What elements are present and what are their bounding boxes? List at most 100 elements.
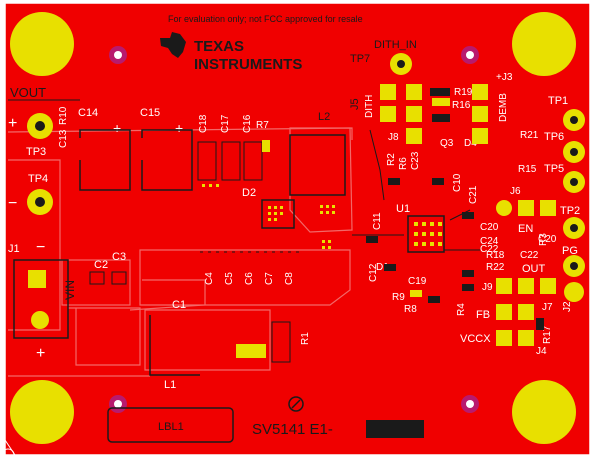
r10-label: R10 — [58, 106, 69, 125]
j4-pin1[interactable] — [496, 330, 512, 346]
svg-text:J4: J4 — [536, 346, 547, 357]
label-box-text: LBL1 — [158, 421, 184, 433]
inductor-l2: L2 — [289, 111, 346, 196]
svg-text:C1: C1 — [172, 299, 186, 311]
j7-pin1[interactable] — [496, 304, 512, 320]
inductor-l1: L1 R1 — [149, 315, 311, 391]
comp-column: C20 C24 R18 R22 C22 C21 C22 OUT C20 J9 J… — [468, 185, 584, 312]
svg-text:TP1: TP1 — [548, 95, 568, 107]
en-label: EN — [518, 223, 533, 235]
traces — [352, 129, 480, 251]
svg-text:R15: R15 — [518, 164, 537, 175]
svg-text:C23: C23 — [410, 151, 421, 170]
u1-ic — [407, 215, 445, 253]
svg-text:R9: R9 — [392, 292, 405, 303]
fb-label: FB — [476, 309, 490, 321]
out-label: OUT — [522, 263, 546, 275]
svg-text:DITH: DITH — [364, 95, 375, 118]
svg-text:R19: R19 — [454, 87, 473, 98]
svg-text:J6: J6 — [510, 186, 521, 197]
svg-text:D1: D1 — [376, 262, 389, 273]
svg-text:TP2: TP2 — [560, 205, 580, 217]
svg-text:R1: R1 — [300, 332, 311, 345]
j3-pin2[interactable] — [472, 106, 488, 122]
svg-text:R2: R2 — [386, 153, 397, 166]
svg-text:R17: R17 — [542, 325, 553, 344]
j5-pin2[interactable] — [380, 106, 396, 122]
j3-pin1[interactable] — [472, 84, 488, 100]
svg-text:C22: C22 — [520, 250, 539, 261]
j8-pin3[interactable] — [406, 128, 422, 144]
serial-block — [366, 420, 424, 438]
vin-minus: − — [36, 239, 45, 256]
svg-text:R21: R21 — [520, 130, 539, 141]
svg-text:J9: J9 — [482, 282, 493, 293]
j9-pin3[interactable] — [540, 278, 556, 294]
svg-text:C3: C3 — [112, 251, 126, 263]
svg-text:R6: R6 — [398, 157, 409, 170]
mount-hole-tr — [512, 12, 576, 76]
vout-minus: − — [8, 195, 17, 212]
svg-text:+J3: +J3 — [496, 72, 513, 83]
dith-area: DITH_IN TP7 J5 DITH J8 R19 R16 Q3 D4 — [349, 39, 477, 149]
svg-text:R16: R16 — [452, 100, 471, 111]
c13-label: C13 — [58, 129, 69, 148]
vccx-label: VCCX — [460, 333, 491, 345]
svg-text:J1: J1 — [8, 243, 20, 255]
svg-text:C12: C12 — [368, 263, 379, 282]
j1-pin1[interactable] — [28, 270, 46, 288]
svg-text:C22: C22 — [480, 244, 499, 255]
dith-in-label: DITH_IN — [374, 39, 417, 51]
j5-pin1[interactable] — [380, 84, 396, 100]
svg-text:C20: C20 — [480, 222, 499, 233]
svg-text:J8: J8 — [388, 132, 399, 143]
svg-text:C17: C17 — [220, 114, 231, 133]
j8-pin2[interactable] — [406, 106, 422, 122]
j1-pin2[interactable] — [31, 311, 49, 329]
vout-plus: + — [8, 115, 17, 132]
svg-text:D2: D2 — [242, 187, 256, 199]
vin-label: VIN — [63, 280, 77, 300]
part-number: SV5141 E1- — [252, 421, 333, 438]
j8-pin1[interactable] — [406, 84, 422, 100]
svg-text:R7: R7 — [256, 120, 269, 131]
svg-text:C15: C15 — [140, 107, 160, 119]
fb-vccx-area: FB J7 R17 VCCX J4 — [460, 302, 553, 357]
pg-label: PG — [562, 245, 578, 257]
part-marking: SV5141 E1- — [252, 396, 424, 438]
brand-line1: TEXAS — [194, 38, 244, 55]
vin-plus: + — [36, 345, 45, 362]
right-testpoints: TP1 R21 TP6 R15 TP5 J6 EN TP2 R3 PG — [496, 95, 585, 277]
ti-logo-mark — [160, 32, 186, 58]
j7-pin2[interactable] — [518, 304, 534, 320]
brand-line2: INSTRUMENTS — [194, 56, 302, 73]
svg-text:L1: L1 — [164, 379, 176, 391]
svg-text:C8: C8 — [284, 272, 295, 285]
svg-text:C2: C2 — [94, 259, 108, 271]
svg-text:R3: R3 — [538, 233, 549, 246]
d2-area: D2 — [242, 187, 335, 249]
j6-pin1[interactable] — [518, 200, 534, 216]
j1-connector: J1 − VIN + — [8, 239, 77, 362]
svg-text:TP6: TP6 — [544, 131, 564, 143]
j4-pin2[interactable] — [518, 330, 534, 346]
j2-pad[interactable] — [564, 282, 584, 302]
svg-text:+: + — [175, 120, 183, 136]
j9-pin1[interactable] — [496, 278, 512, 294]
j6-pin2[interactable] — [540, 200, 556, 216]
j9-pin2[interactable] — [518, 278, 534, 294]
input-caps: C2 C3 C1 C4 C5 C6 C7 C8 — [89, 251, 300, 311]
svg-text:C18: C18 — [198, 114, 209, 133]
tp4-label: TP4 — [28, 173, 48, 185]
ti-logo: TEXAS INSTRUMENTS — [160, 32, 302, 73]
mount-hole-bl — [10, 380, 74, 444]
svg-text:C10: C10 — [452, 173, 463, 192]
svg-text:C21: C21 — [468, 185, 479, 204]
svg-text:C16: C16 — [242, 114, 253, 133]
svg-text:TP7: TP7 — [350, 53, 370, 65]
board-substrate — [4, 2, 591, 456]
j3-pin3[interactable] — [472, 128, 488, 144]
svg-text:C7: C7 — [264, 272, 275, 285]
mount-hole-tl — [10, 12, 74, 76]
